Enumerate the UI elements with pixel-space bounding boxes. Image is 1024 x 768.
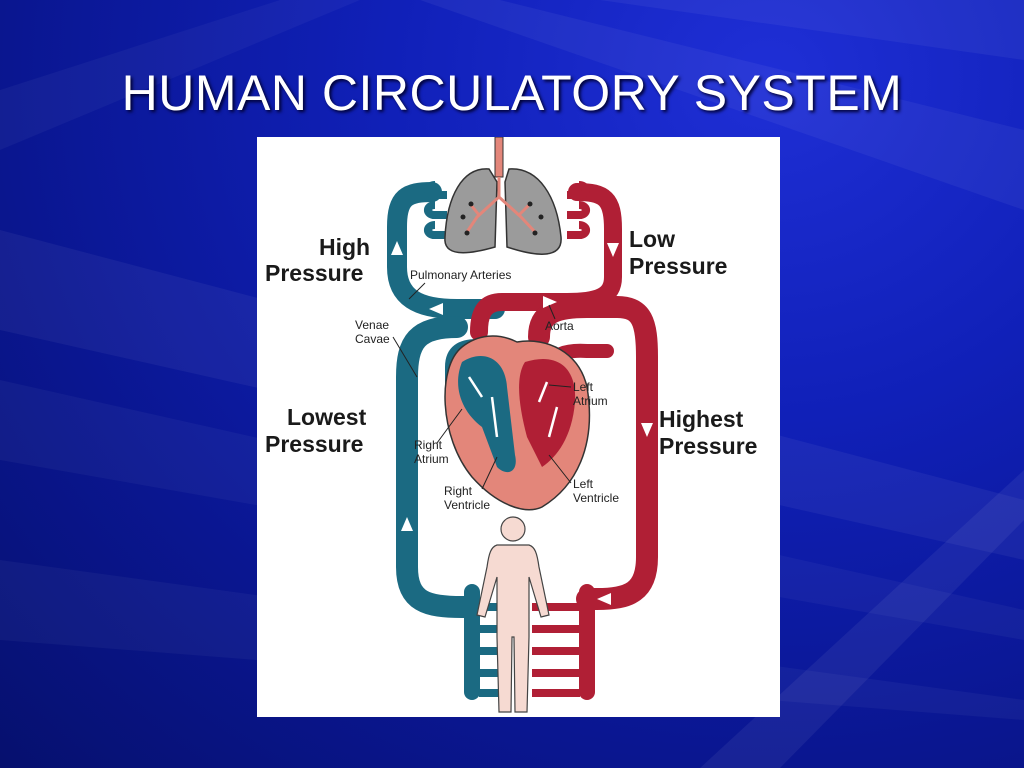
heart [444,335,591,511]
lung-capillaries-right [567,181,590,239]
circulatory-diagram: High Pressure Low Pressure Lowest Pressu… [265,137,757,713]
diagram-panel: High Pressure Low Pressure Lowest Pressu… [257,137,780,717]
label-right-atrium-1: Right [414,438,443,452]
label-right-atrium-2: Atrium [414,452,449,466]
arterial-circuit [470,183,658,700]
label-pulmonary-arteries: Pulmonary Arteries [410,268,511,282]
label-highest-pressure: Pressure [659,433,757,459]
label-lowest: Lowest [287,404,367,430]
label-low-pressure: Pressure [629,253,727,279]
label-left-atrium-1: Left [573,380,594,394]
body-capillaries-right [532,603,580,697]
label-left-ventricle-1: Left [573,477,594,491]
label-right-ventricle-1: Right [444,484,473,498]
slide-title: HUMAN CIRCULATORY SYSTEM [121,65,903,121]
label-high-pressure: Pressure [265,260,363,286]
lung-capillaries-left [424,181,447,239]
label-high: High [319,234,370,260]
lungs [444,137,562,255]
label-venae: Venae [355,318,389,332]
label-low: Low [629,226,675,252]
label-lowest-pressure: Pressure [265,431,363,457]
label-left-ventricle-2: Ventricle [573,491,619,505]
label-cavae: Cavae [355,332,390,346]
flow-arrows [391,241,653,605]
label-left-atrium-2: Atrium [573,394,608,408]
label-right-ventricle-2: Ventricle [444,498,490,512]
label-aorta: Aorta [545,319,574,333]
human-figure [476,516,550,713]
label-highest: Highest [659,406,744,432]
